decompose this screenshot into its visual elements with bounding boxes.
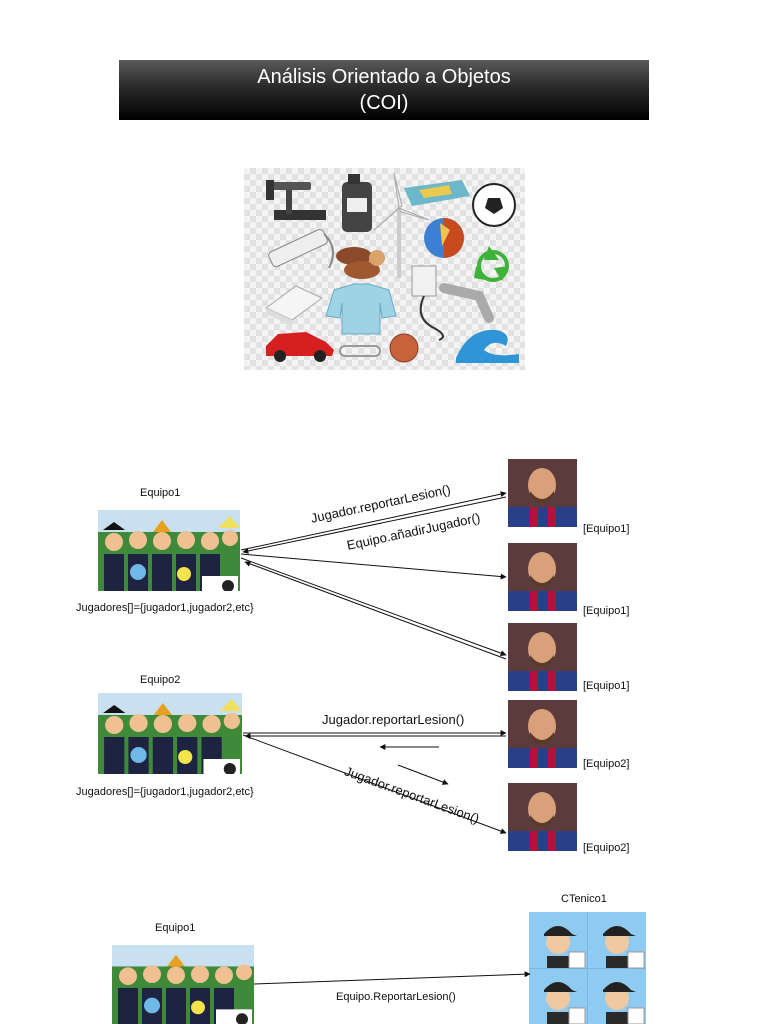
team-equipo1-label: Equipo1 bbox=[140, 487, 181, 499]
wave-icon bbox=[456, 329, 519, 363]
player-tag-2: [Equipo1] bbox=[583, 605, 630, 617]
message-reportar-lesion-2: Jugador.reportarLesion() bbox=[322, 712, 465, 727]
coach-label: CTenico1 bbox=[561, 893, 607, 905]
player-tag-5: [Equipo2] bbox=[583, 842, 630, 854]
globe-icon bbox=[424, 218, 464, 258]
message-anadir-jugador: Equipo.añadirJugador() bbox=[345, 509, 482, 553]
team-equipo1-image bbox=[98, 510, 240, 591]
coach-image bbox=[529, 912, 646, 1024]
oil-pump-icon bbox=[266, 180, 326, 220]
player-image-4 bbox=[508, 700, 577, 768]
arrow-equipo1-to-coach bbox=[253, 971, 531, 985]
player-tag-3: [Equipo1] bbox=[583, 680, 630, 692]
recycle-icon bbox=[474, 246, 509, 282]
team-equipo2-image bbox=[98, 693, 242, 774]
title-banner: Análisis Orientado a Objetos (COI) bbox=[119, 60, 649, 120]
arrow-equipo1-to-player3a bbox=[240, 557, 507, 656]
title-line-1: Análisis Orientado a Objetos bbox=[257, 66, 511, 88]
arrow-equipo1-to-player2 bbox=[240, 553, 507, 580]
equipo1-players-attribute: Jugadores[]={jugador1,jugador2,etc} bbox=[76, 602, 254, 614]
pipe-icon bbox=[439, 283, 494, 323]
equipo2-players-attribute: Jugadores[]={jugador1,jugador2,etc} bbox=[76, 786, 254, 798]
objects-collage-image bbox=[244, 168, 525, 370]
player-image-5 bbox=[508, 783, 577, 851]
team-equipo2-label: Equipo2 bbox=[140, 674, 181, 686]
title-line-2: (COI) bbox=[359, 92, 409, 114]
wind-turbine-icon bbox=[373, 172, 430, 278]
arrow-small-diagonal bbox=[397, 764, 449, 785]
soccer-ball-icon bbox=[472, 183, 516, 227]
arrow-player3-to-equipo1 bbox=[244, 561, 507, 660]
team-equipo1-bottom-label: Equipo1 bbox=[155, 922, 196, 934]
player-image-1 bbox=[508, 459, 577, 527]
team-equipo1-bottom-image bbox=[112, 945, 254, 1024]
player-tag-4: [Equipo2] bbox=[583, 758, 630, 770]
player-tag-1: [Equipo1] bbox=[583, 523, 630, 535]
player-image-2 bbox=[508, 543, 577, 611]
power-strip-icon bbox=[268, 228, 334, 269]
paper-stack-icon bbox=[265, 285, 323, 326]
logs-icon bbox=[336, 247, 385, 279]
message-reportar-lesion-coach: Equipo.ReportarLesion() bbox=[336, 991, 456, 1003]
coin-icon bbox=[389, 333, 419, 363]
player-image-3 bbox=[508, 623, 577, 691]
car-icon bbox=[266, 332, 334, 362]
map-icon bbox=[404, 180, 470, 206]
sweater-icon bbox=[325, 283, 397, 335]
outlet-icon bbox=[411, 265, 444, 341]
oil-can-icon bbox=[342, 174, 372, 232]
message-reportar-lesion-3: Jugador.reportarLesion() bbox=[342, 763, 482, 827]
paper-clip-icon bbox=[339, 345, 381, 357]
